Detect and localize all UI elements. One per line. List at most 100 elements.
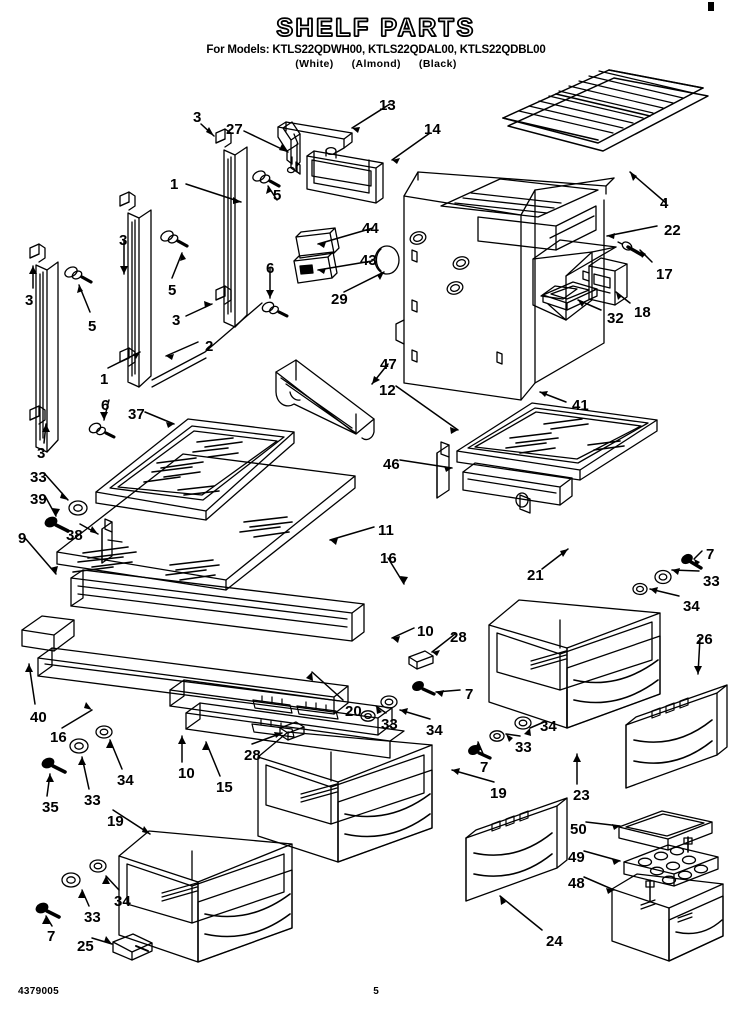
color-option-0: (White) <box>295 58 334 70</box>
document-part-number: 4379005 <box>18 986 60 997</box>
callout-number-34: 34 <box>683 598 700 615</box>
part-46-glass-shelf-right <box>437 403 657 513</box>
callout-number-43: 43 <box>360 252 377 269</box>
callout-number-3: 3 <box>37 445 46 462</box>
callout-number-7: 7 <box>480 759 489 776</box>
part-27-handle <box>283 122 300 172</box>
part-49-ice-tray <box>624 837 718 886</box>
part-41-cabinet-liner <box>396 172 616 400</box>
fasteners-group-bottom-left-7 <box>35 860 106 917</box>
callout-number-32: 32 <box>607 310 624 327</box>
part-11-glass-shelf <box>57 454 355 590</box>
part-18-bracket <box>583 258 627 305</box>
part-43-cover <box>294 252 337 283</box>
part-44-cover <box>296 228 339 258</box>
part-50-ice-tray-lid <box>619 811 712 850</box>
shelf-ladder-rail-left <box>30 244 114 452</box>
callout-number-35: 35 <box>42 799 59 816</box>
callout-number-3: 3 <box>119 232 128 249</box>
callout-number-21: 21 <box>527 567 544 584</box>
callout-number-33: 33 <box>515 739 532 756</box>
callout-number-13: 13 <box>379 97 396 114</box>
callout-number-33: 33 <box>381 716 398 733</box>
callout-number-28: 28 <box>450 629 467 646</box>
callout-number-17: 17 <box>656 266 673 283</box>
fasteners-group-right-upper <box>633 553 701 595</box>
registration-mark <box>708 2 714 11</box>
callout-number-16: 16 <box>380 550 397 567</box>
callout-number-33: 33 <box>84 792 101 809</box>
callout-number-5: 5 <box>168 282 177 299</box>
callout-number-23: 23 <box>573 787 590 804</box>
part-23-crisper-drawer <box>258 732 432 862</box>
callout-number-34: 34 <box>540 718 557 735</box>
callout-number-29: 29 <box>331 291 348 308</box>
part-4-wire-shelf <box>503 70 708 151</box>
part-20-slide-track <box>252 696 338 737</box>
callout-number-34: 34 <box>114 893 131 910</box>
callout-number-44: 44 <box>362 220 379 237</box>
part-23-drawer-front-panel <box>626 685 727 788</box>
fasteners-group-lower-left-35 <box>41 726 112 772</box>
callout-number-3: 3 <box>172 312 181 329</box>
fasteners-group-left-39 <box>44 501 87 531</box>
callout-number-16: 16 <box>50 729 67 746</box>
callout-number-10: 10 <box>178 765 195 782</box>
callout-number-4: 4 <box>660 195 669 212</box>
callout-number-5: 5 <box>88 318 97 335</box>
callout-number-49: 49 <box>568 849 585 866</box>
callout-number-26: 26 <box>696 631 713 648</box>
callout-number-10: 10 <box>417 623 434 640</box>
callout-number-15: 15 <box>216 779 233 796</box>
page-number: 5 <box>373 986 379 997</box>
part-25-clip <box>113 934 152 960</box>
part-32-gasket <box>543 282 597 310</box>
callout-number-7: 7 <box>47 928 56 945</box>
callout-number-24: 24 <box>546 933 563 950</box>
callout-number-39: 39 <box>30 491 47 508</box>
part-19-crisper-drawer <box>119 831 292 962</box>
callout-number-11: 11 <box>378 522 394 539</box>
color-options: (White)(Almond)(Black) <box>0 58 752 70</box>
callout-number-22: 22 <box>664 222 681 239</box>
shelf-ladder-rail-right <box>152 129 287 387</box>
part-15-rail-low <box>186 703 404 758</box>
part-28-clip-b <box>280 722 304 740</box>
callout-number-18: 18 <box>634 304 651 321</box>
callout-number-28: 28 <box>244 747 261 764</box>
callout-number-6: 6 <box>101 397 110 414</box>
part-37-glass-shelf <box>96 419 294 520</box>
part-24-drawer-front <box>466 798 567 901</box>
callout-number-25: 25 <box>77 938 94 955</box>
callout-number-1: 1 <box>100 371 109 388</box>
callout-number-12: 12 <box>379 382 396 399</box>
callout-number-3: 3 <box>193 109 202 126</box>
callout-number-27: 27 <box>226 121 243 138</box>
callout-number-20: 20 <box>345 703 362 720</box>
fasteners-group-middle-7a <box>361 680 434 721</box>
part-14-door-shelf <box>307 148 383 203</box>
callout-number-7: 7 <box>465 686 474 703</box>
callout-number-33: 33 <box>703 573 720 590</box>
part-13-shelf-frame <box>278 122 352 174</box>
callout-number-46: 46 <box>383 456 400 473</box>
callout-number-48: 48 <box>568 875 585 892</box>
callout-number-19: 19 <box>107 813 124 830</box>
callout-number-33: 33 <box>84 909 101 926</box>
callout-number-37: 37 <box>128 406 145 423</box>
part-17-screw <box>618 240 642 255</box>
callout-number-3: 3 <box>25 292 34 309</box>
part-38-bracket <box>102 519 122 563</box>
callout-number-1: 1 <box>170 176 179 193</box>
callout-number-9: 9 <box>18 530 27 547</box>
callout-number-2: 2 <box>205 338 214 355</box>
color-option-1: (Almond) <box>351 58 401 70</box>
part-28-clip-a <box>409 651 433 669</box>
page-title: SHELF PARTS <box>276 13 476 43</box>
callout-number-19: 19 <box>490 785 507 802</box>
callout-number-5: 5 <box>273 187 282 204</box>
part-9-shelf-frame <box>22 570 364 651</box>
callout-number-6: 6 <box>266 260 275 277</box>
